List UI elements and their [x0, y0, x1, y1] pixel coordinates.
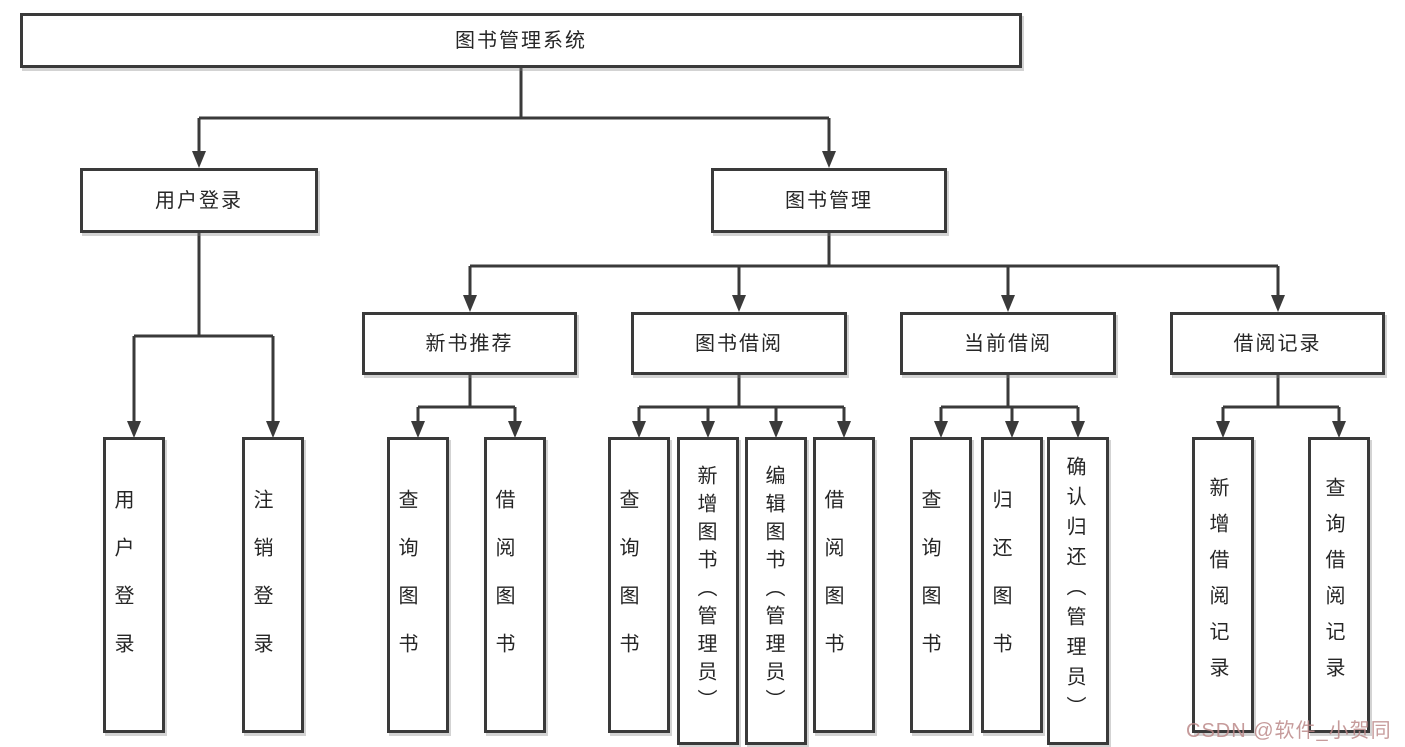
leaf-borrow-book: 借阅图书 [813, 437, 875, 733]
leaf-user-login: 用户登录 [103, 437, 165, 733]
connector-root-to-level2 [192, 68, 836, 168]
leaf-return-book: 归还图书 [981, 437, 1043, 733]
leaf-confirm-return-admin: 确认归还（管理员） [1047, 437, 1109, 745]
node-new-book-recommend: 新书推荐 [362, 312, 577, 375]
node-borrow-records: 借阅记录 [1170, 312, 1385, 375]
node-book-borrow: 图书借阅 [631, 312, 847, 375]
leaf-add-borrow-record: 新增借阅记录 [1192, 437, 1254, 733]
node-book-management: 图书管理 [711, 168, 947, 233]
leaf-borrow-book-recommend: 借阅图书 [484, 437, 546, 733]
leaf-edit-book-admin: 编辑图书（管理员） [745, 437, 807, 745]
leaf-query-borrow-record: 查询借阅记录 [1308, 437, 1370, 733]
connector-userlogin-to-leaves [127, 233, 280, 438]
csdn-watermark: CSDN @软件_小贺同学 [1186, 720, 1392, 742]
leaf-query-book-current: 查询图书 [910, 437, 972, 733]
connector-newrec-to-leaves [411, 375, 522, 438]
node-root: 图书管理系统 [20, 13, 1022, 68]
connector-bookmgmt-to-level3 [463, 233, 1285, 312]
node-current-borrow: 当前借阅 [900, 312, 1116, 375]
leaf-logout: 注销登录 [242, 437, 304, 733]
node-user-login: 用户登录 [80, 168, 318, 233]
connector-records-to-leaves [1216, 375, 1346, 438]
leaf-query-book-borrow: 查询图书 [608, 437, 670, 733]
connector-current-to-leaves [934, 375, 1085, 438]
leaf-query-book-recommend: 查询图书 [387, 437, 449, 733]
connector-borrow-to-leaves [632, 375, 851, 438]
leaf-add-book-admin: 新增图书（管理员） [677, 437, 739, 745]
